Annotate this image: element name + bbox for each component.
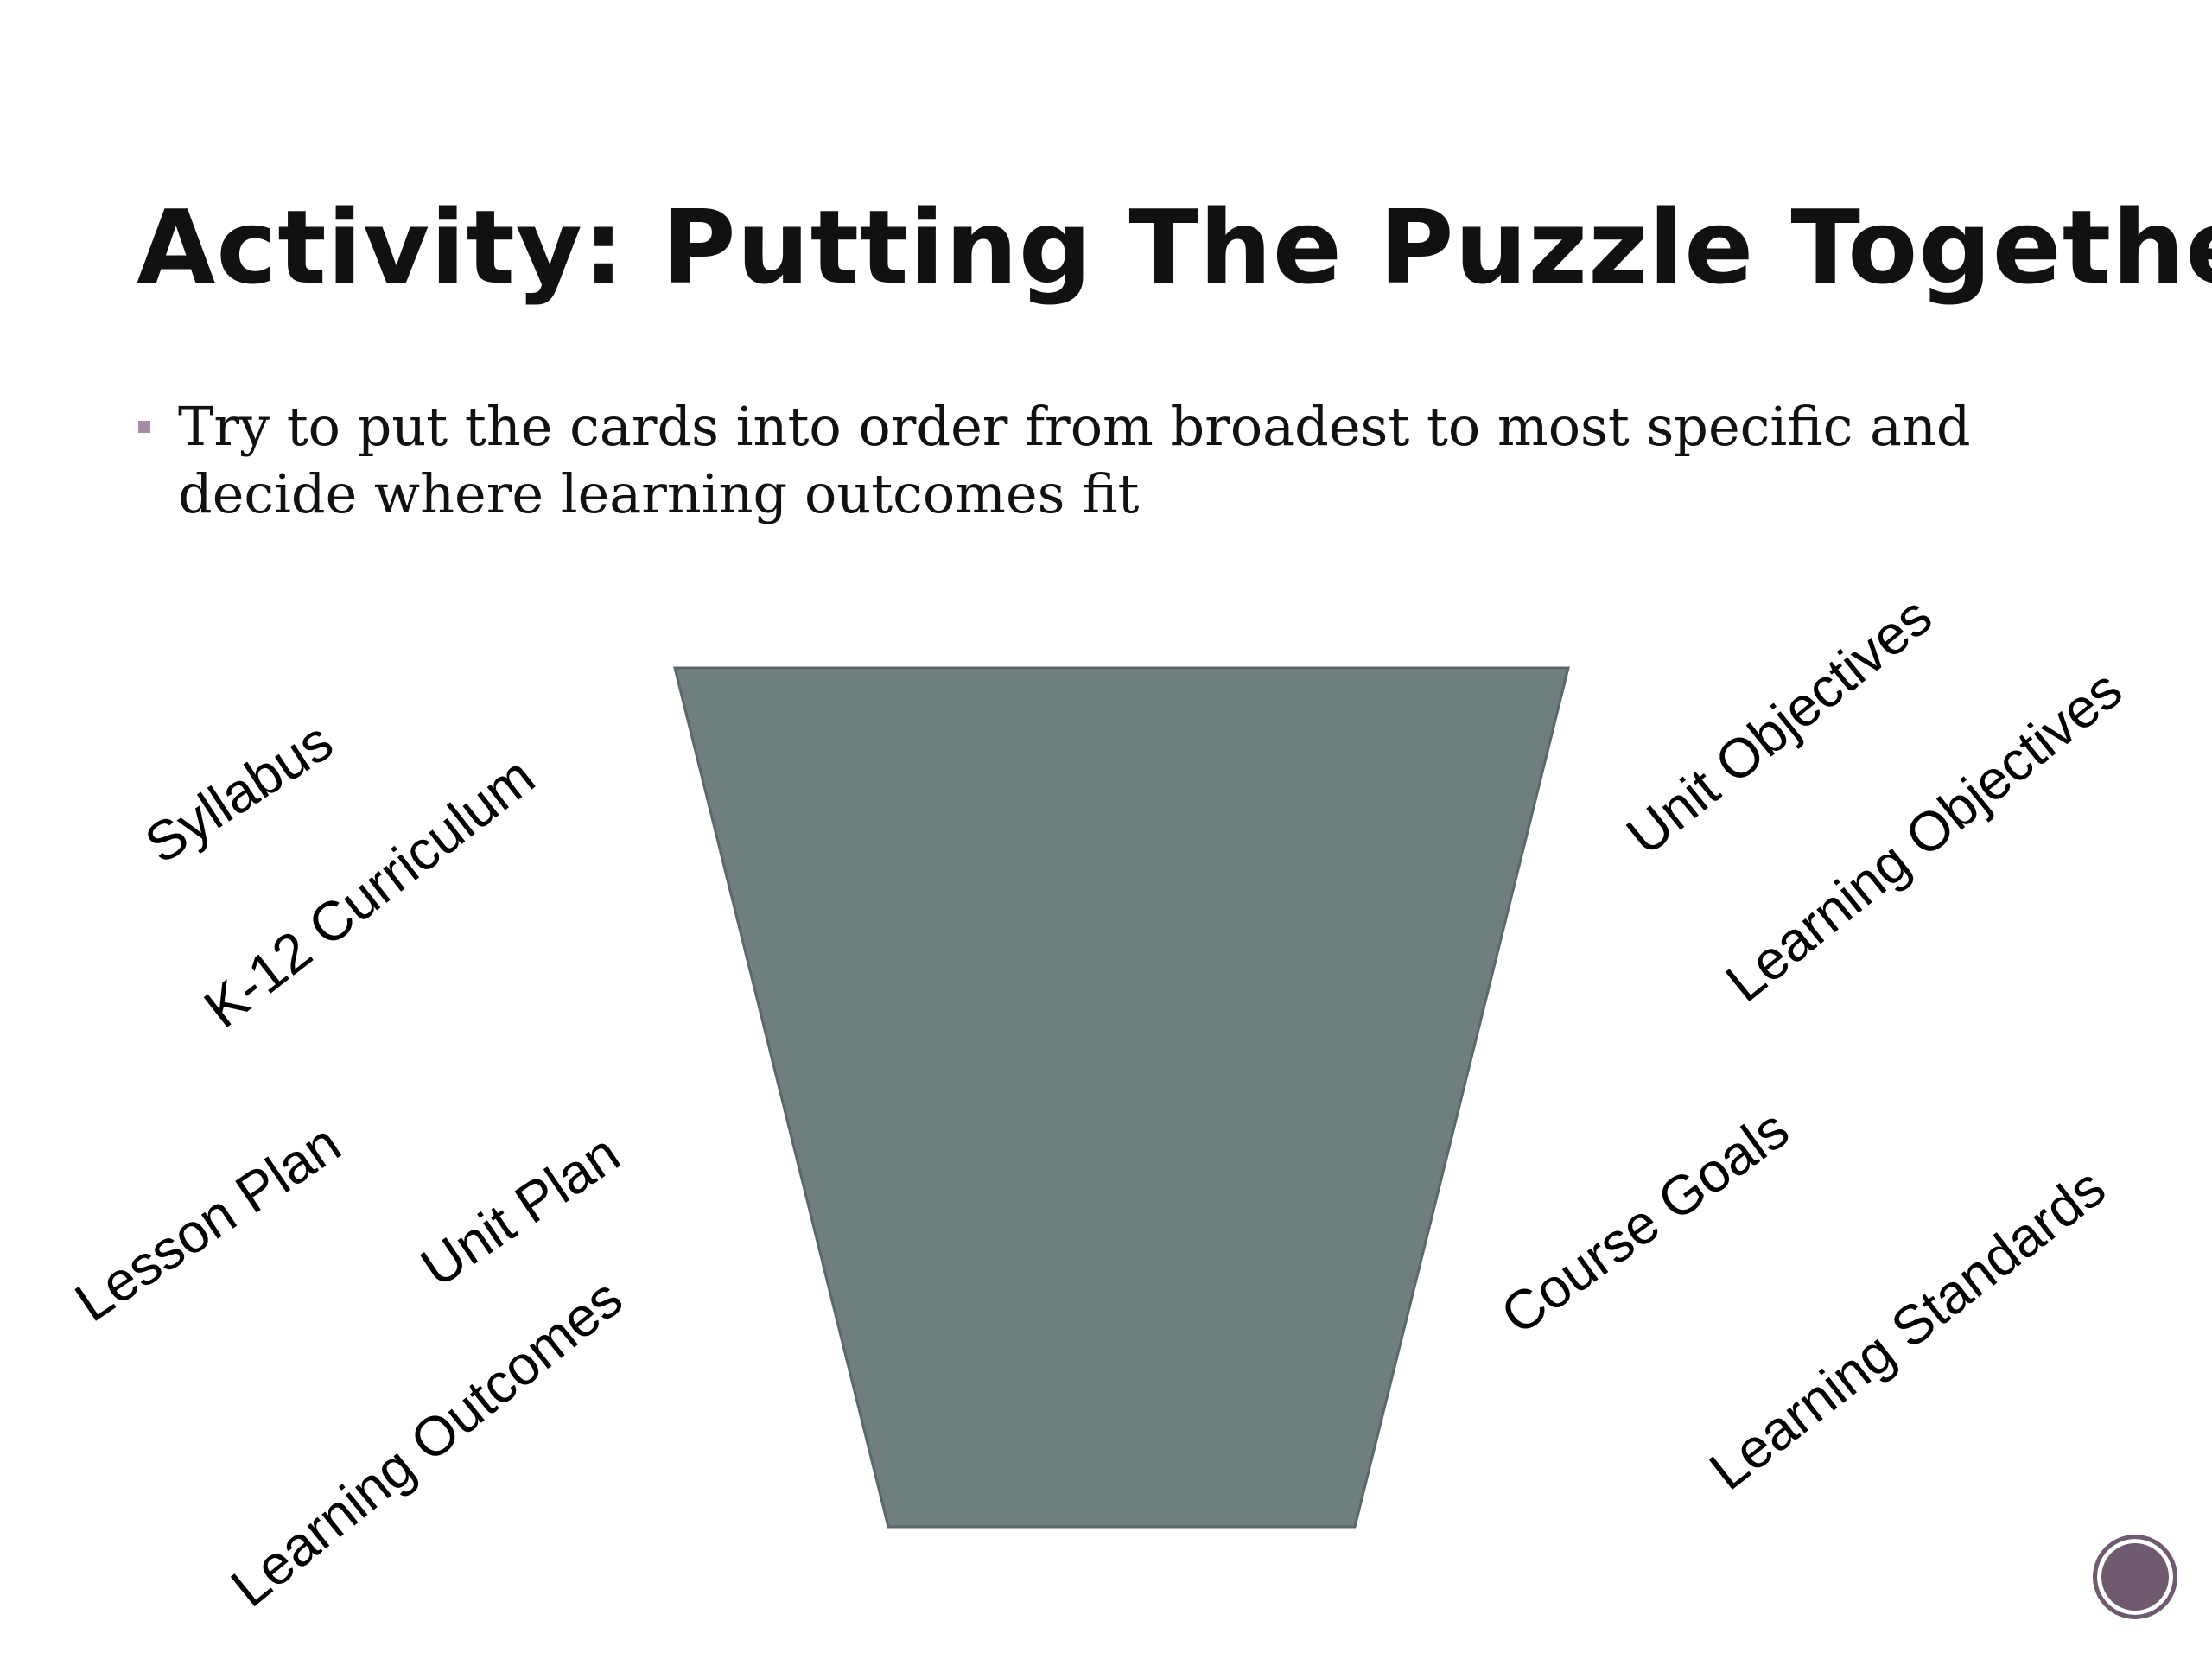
- circle-icon[interactable]: [2093, 1535, 2177, 1619]
- funnel-trapezoid: [673, 666, 1570, 1529]
- slide-title: Activity: Putting The Puzzle Together: [137, 188, 2212, 307]
- bullet-square-icon: [138, 421, 150, 433]
- bullet-text: Try to put the cards into order from bro…: [178, 395, 1971, 525]
